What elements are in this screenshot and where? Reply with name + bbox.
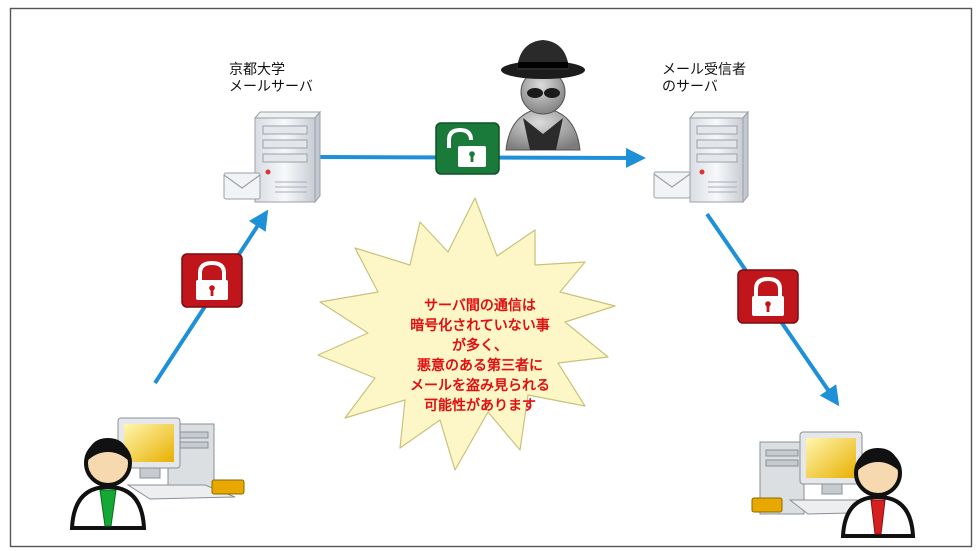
right-server-label-line2: のサーバ <box>662 79 718 95</box>
left-server-label: 京都大学 メールサーバ <box>229 62 313 96</box>
padlock-closed-icon-left <box>181 253 243 308</box>
spy-icon <box>501 40 585 151</box>
recipient-user-icon <box>840 448 916 538</box>
sender-computer-icon <box>117 417 245 500</box>
left-server-icon <box>223 110 322 204</box>
warning-line: 悪意のある第三者に <box>417 358 543 374</box>
warning-line: 暗号化されていない事 <box>410 318 550 334</box>
padlock-closed-icon-right <box>737 269 799 324</box>
warning-line: メールを盗み見られる <box>410 378 550 394</box>
left-server-label-line1: 京都大学 <box>229 62 285 78</box>
frame <box>9 7 973 548</box>
warning-line: サーバ間の通信は <box>424 298 536 314</box>
right-server-label: メール受信者 のサーバ <box>662 62 746 96</box>
right-server-label-line1: メール受信者 <box>662 62 746 78</box>
padlock-open-icon <box>435 122 500 175</box>
warning-line: が多く、 <box>452 338 508 354</box>
sender-user-icon <box>69 438 147 530</box>
warning-burst <box>317 197 616 471</box>
warning-text: サーバ間の通信は 暗号化されていない事 が多く、 悪意のある第三者に メールを盗… <box>330 296 630 416</box>
right-server-icon <box>653 110 750 204</box>
left-server-label-line2: メールサーバ <box>229 79 313 95</box>
warning-line: 可能性があります <box>424 398 536 414</box>
